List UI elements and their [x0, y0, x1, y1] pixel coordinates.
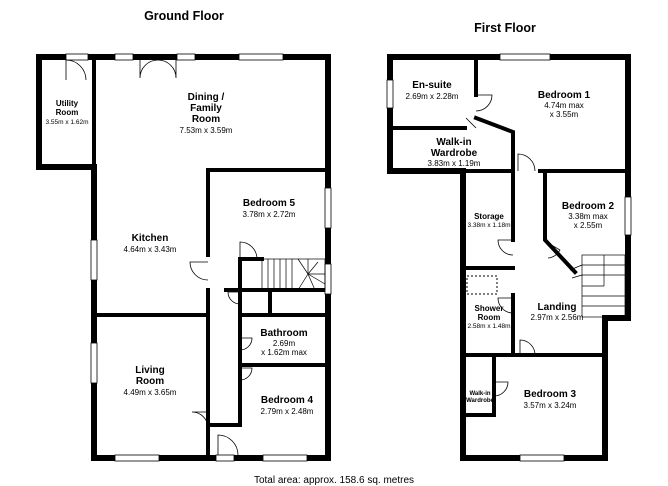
bedroom1-angled-wall	[473, 115, 515, 173]
first-floor-title: First Floor	[474, 21, 536, 35]
kitchen-label: Kitchen	[132, 233, 169, 244]
window-kitchen-left	[90, 239, 98, 281]
walkin-door-icon	[465, 117, 477, 129]
dining-room-label-1: Dining /	[188, 92, 225, 103]
dining-room-label-2: Family	[190, 103, 222, 114]
dining-room-dim: 7.53m x 3.59m	[180, 126, 233, 135]
first-outer-wall	[387, 54, 631, 461]
utility-room-dim: 3.55m x 1.62m	[46, 119, 89, 126]
bedroom5-dim: 3.78m x 2.72m	[243, 210, 296, 219]
utility-room-label-1: Utility	[56, 99, 79, 108]
kitchen-dim: 4.64m x 3.43m	[124, 245, 177, 254]
living-room-label-2: Room	[136, 376, 164, 387]
walkin2-label-2: Wardrobe	[466, 398, 494, 404]
walkin2-door-icon	[493, 381, 509, 397]
bathroom-dim-2: x 1.62m max	[261, 348, 307, 357]
window-dining-top-left	[114, 53, 134, 61]
bedroom5-label: Bedroom 5	[243, 198, 296, 209]
front-door-icon	[217, 434, 239, 456]
bedroom2-dim-1: 3.38m max	[568, 212, 608, 221]
window-ensuite-left	[386, 79, 394, 109]
ensuite-label: En-suite	[412, 80, 452, 91]
window-dining-top-right	[238, 53, 284, 61]
storage-door-icon	[497, 239, 514, 256]
window-bedroom2-right	[624, 196, 632, 236]
bedroom4-dim: 2.79m x 2.48m	[261, 407, 314, 416]
ensuite-dim: 2.69m x 2.28m	[406, 92, 459, 101]
window-stairs-right	[324, 263, 332, 295]
living-door-icon	[191, 411, 209, 429]
landing-dim: 2.97m x 2.56m	[531, 313, 584, 322]
window-porch-bottom	[215, 454, 235, 462]
ground-stairs	[261, 258, 326, 291]
french-doors-icon	[139, 59, 177, 79]
bathroom-dim-1: 2.69m	[273, 339, 296, 348]
bedroom1-dim-2: x 3.55m	[550, 110, 579, 119]
walkin2-label-1: Walk-in	[469, 391, 490, 397]
window-utility-top	[65, 53, 89, 61]
storage-dim: 3.38m x 1.18m	[468, 222, 511, 229]
bedroom4-label: Bedroom 4	[261, 395, 314, 406]
ground-outer-wall	[36, 54, 331, 461]
bedroom1-door-icon	[517, 153, 536, 172]
walkin1-label-2: Wardrobe	[431, 148, 478, 159]
bedroom2-door-icon	[547, 242, 561, 259]
bedroom3-label: Bedroom 3	[524, 389, 577, 400]
ground-floor-plan	[36, 53, 332, 462]
bedroom3-dim: 3.57m x 3.24m	[524, 401, 577, 410]
first-floor-plan	[386, 53, 632, 462]
dining-room-label-3: Room	[192, 114, 220, 125]
shower-door-icon	[497, 297, 514, 314]
storage-label: Storage	[474, 212, 504, 221]
living-room-label-1: Living	[135, 365, 164, 376]
ground-floor-title: Ground Floor	[144, 9, 224, 23]
bedroom1-label: Bedroom 1	[538, 90, 591, 101]
utility-door-icon	[65, 59, 87, 81]
shower-room-label-2: Room	[478, 313, 501, 322]
window-living-left	[90, 342, 98, 384]
total-area: Total area: approx. 158.6 sq. metres	[254, 475, 414, 486]
bathroom-label: Bathroom	[260, 328, 307, 339]
walkin1-dim: 3.83m x 1.19m	[428, 159, 481, 168]
bedroom5-door-icon	[239, 241, 258, 260]
shower-room-label-1: Shower	[475, 304, 504, 313]
window-living-bottom	[114, 454, 160, 462]
bedroom4-door-icon	[239, 367, 253, 381]
window-bedroom3-bottom	[519, 454, 565, 462]
walkin1-label-1: Walk-in	[436, 137, 471, 148]
window-dining-top-mid	[176, 53, 196, 61]
first-floor-stairs	[569, 254, 626, 318]
shower-room-dim: 2.58m x 1.48m	[468, 323, 511, 330]
ensuite-door-icon	[475, 94, 493, 112]
window-bedroom1-top	[499, 53, 551, 61]
bedroom1-dim-1: 4.74m max	[544, 101, 584, 110]
kitchen-door-icon	[189, 261, 209, 281]
bedroom2-label: Bedroom 2	[562, 201, 615, 212]
bedroom3-door-icon	[519, 339, 536, 356]
living-room-dim: 4.49m x 3.65m	[124, 388, 177, 397]
window-bedroom4-bottom	[262, 454, 308, 462]
bathroom-door-icon	[239, 337, 253, 351]
utility-room-label-2: Room	[56, 108, 79, 117]
bedroom2-dim-2: x 2.55m	[574, 221, 603, 230]
window-bedroom5-right	[324, 187, 332, 229]
bedroom2-left-wall	[543, 169, 578, 275]
shower-tray	[466, 275, 498, 295]
cupboard-door-icon	[227, 291, 241, 305]
landing-label: Landing	[538, 302, 577, 313]
